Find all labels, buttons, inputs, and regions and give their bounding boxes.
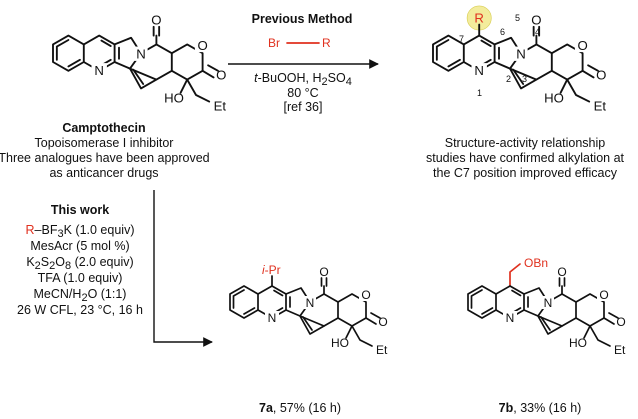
ring-numbering: 7 6 5 4 3 2 1: [459, 13, 540, 98]
this-work-conditions: R–BF3K (1.0 equiv) MesAcr (5 mol %) K2S2…: [17, 223, 143, 317]
c7-alkylated-structure: R: [432, 5, 608, 115]
sar-note: the C7 position improved efficacy: [433, 166, 618, 180]
svg-text:26 W CFL, 23 °C, 16 h: 26 W CFL, 23 °C, 16 h: [17, 303, 143, 317]
svg-text:4: 4: [535, 27, 540, 37]
previous-method-title: Previous Method: [252, 12, 353, 26]
svg-text:6: 6: [500, 27, 505, 37]
sar-note: Structure-activity relationship: [445, 136, 606, 150]
product-7b-structure: OBn: [467, 256, 627, 358]
svg-text:R: R: [322, 36, 331, 50]
svg-text:MesAcr (5 mol %): MesAcr (5 mol %): [30, 239, 129, 253]
product-7b-label: 7b, 33% (16 h): [499, 401, 582, 415]
previous-reference: [ref 36]: [284, 100, 323, 114]
previous-conditions: t-BuOOH, H2SO4: [254, 71, 352, 88]
compound-description: Topoisomerase I inhibitor: [35, 136, 174, 150]
svg-text:TFA (1.0 equiv): TFA (1.0 equiv): [38, 271, 123, 285]
svg-text:R–BF3K (1.0 equiv): R–BF3K (1.0 equiv): [26, 223, 135, 240]
r-group: R: [474, 10, 484, 25]
svg-text:i-Pr: i-Pr: [262, 263, 281, 277]
compound-name: Camptothecin: [62, 121, 145, 135]
svg-text:2: 2: [506, 74, 511, 84]
svg-text:7: 7: [459, 34, 464, 44]
compound-description: as anticancer drugs: [49, 166, 158, 180]
svg-text:1: 1: [477, 88, 482, 98]
svg-text:K2S2O8 (2.0 equiv): K2S2O8 (2.0 equiv): [26, 255, 133, 272]
sar-note: studies have confirmed alkylation at: [426, 151, 625, 165]
compound-description: Three analogues have been approved: [0, 151, 210, 165]
this-work-arrow: [153, 190, 213, 347]
product-7a-label: 7a, 57% (16 h): [259, 401, 341, 415]
svg-text:Br: Br: [268, 36, 280, 50]
alkyl-bromide-reagent: Br R: [268, 36, 331, 50]
previous-temperature: 80 °C: [287, 86, 318, 100]
svg-text:5: 5: [515, 13, 520, 23]
svg-text:MeCN/H2O (1:1): MeCN/H2O (1:1): [34, 287, 127, 304]
camptothecin-structure: [52, 11, 228, 115]
svg-text:OBn: OBn: [524, 256, 548, 270]
product-7a-structure: i-Pr: [229, 263, 389, 358]
this-work-title: This work: [51, 203, 109, 217]
svg-text:3: 3: [522, 74, 527, 84]
